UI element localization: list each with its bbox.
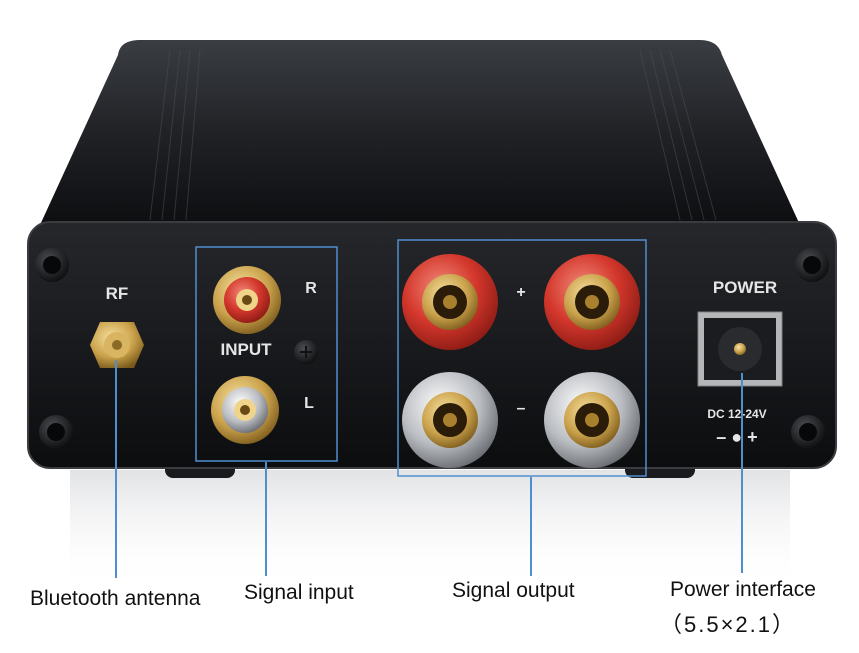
plus-label: + bbox=[516, 284, 525, 301]
dc-rating-label: DC 12-24V bbox=[707, 407, 766, 421]
screw-icon bbox=[795, 248, 829, 282]
left-channel-label: L bbox=[304, 395, 314, 412]
sma-connector-icon bbox=[90, 322, 144, 368]
signal-output-box bbox=[397, 239, 647, 477]
screw-icon bbox=[39, 415, 73, 449]
panel-screw-icon bbox=[294, 340, 318, 364]
input-leader-line bbox=[265, 462, 267, 576]
dc-jack-icon bbox=[697, 311, 783, 387]
polarity-symbol: – ● + bbox=[716, 427, 757, 447]
binding-post-red-icon bbox=[544, 254, 640, 350]
rca-jack-white-icon bbox=[211, 376, 279, 444]
screw-icon bbox=[791, 415, 825, 449]
power-label: POWER bbox=[713, 278, 777, 297]
rf-label: RF bbox=[106, 284, 129, 303]
output-leader-line bbox=[530, 477, 532, 576]
signal-input-label: Signal input bbox=[244, 581, 354, 604]
signal-input-box bbox=[195, 246, 338, 462]
right-channel-label: R bbox=[305, 280, 317, 297]
screw-icon bbox=[35, 248, 69, 282]
bluetooth-leader-line bbox=[115, 360, 117, 578]
power-interface-label: Power interface bbox=[670, 578, 816, 601]
table-reflection bbox=[70, 470, 790, 590]
power-spec-label: （5.5×2.1） bbox=[660, 612, 797, 637]
input-label: INPUT bbox=[221, 340, 273, 359]
bluetooth-antenna-label: Bluetooth antenna bbox=[30, 587, 201, 610]
chassis-top bbox=[40, 40, 800, 225]
binding-post-red-icon bbox=[402, 254, 498, 350]
chassis-ridges bbox=[149, 49, 717, 221]
power-leader-line bbox=[741, 373, 743, 573]
rca-jack-red-icon bbox=[213, 266, 281, 334]
minus-label: – bbox=[517, 400, 526, 417]
signal-output-label: Signal output bbox=[452, 579, 575, 602]
binding-post-clear-icon bbox=[544, 372, 640, 468]
binding-post-clear-icon bbox=[402, 372, 498, 468]
